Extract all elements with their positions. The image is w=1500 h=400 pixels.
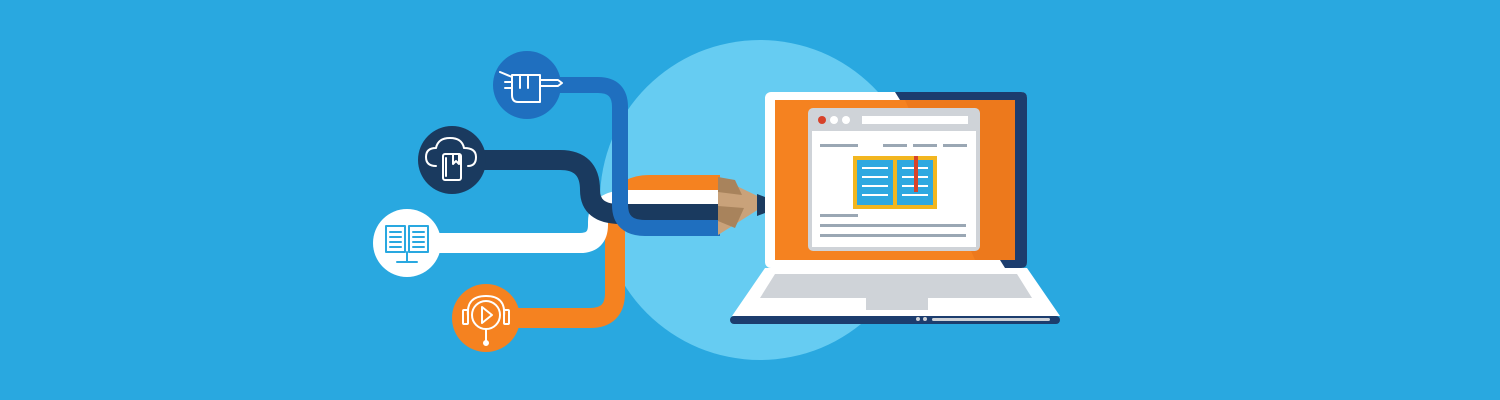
browser-close-dot bbox=[818, 116, 826, 124]
page-line bbox=[820, 144, 858, 147]
pencil-wood-shade-2 bbox=[718, 206, 744, 228]
book-line bbox=[862, 176, 888, 178]
book-bookmark bbox=[914, 156, 918, 192]
browser-address-bar bbox=[862, 116, 968, 124]
page-line bbox=[883, 144, 907, 147]
book-line bbox=[862, 185, 888, 187]
page-line bbox=[820, 214, 858, 217]
laptop-port bbox=[916, 317, 920, 321]
browser-window bbox=[808, 108, 980, 251]
laptop-port bbox=[923, 317, 927, 321]
page-line bbox=[913, 144, 937, 147]
blue-ribbon bbox=[527, 77, 720, 236]
headset-play-icon bbox=[452, 284, 520, 352]
page-line bbox=[943, 144, 967, 147]
book-line bbox=[902, 194, 928, 196]
navy-ribbon bbox=[450, 150, 720, 224]
laptop bbox=[730, 92, 1060, 324]
book-left-page bbox=[857, 160, 893, 205]
laptop-trackpad bbox=[866, 298, 928, 310]
page-line bbox=[820, 234, 966, 237]
pencil-wood-shade-1 bbox=[718, 177, 742, 195]
book-line bbox=[862, 167, 888, 169]
cloud-book-icon bbox=[418, 126, 486, 194]
orange-ribbon bbox=[490, 175, 720, 328]
browser-max-dot bbox=[842, 116, 850, 124]
hand-pen-icon bbox=[493, 51, 563, 119]
laptop-slot bbox=[932, 318, 1050, 321]
browser-min-dot bbox=[830, 116, 838, 124]
book-line bbox=[862, 194, 888, 196]
ribbons bbox=[405, 77, 720, 328]
open-book-stand-icon bbox=[373, 209, 441, 277]
page-line bbox=[820, 224, 966, 227]
laptop-keyboard bbox=[760, 274, 1032, 298]
open-book-illustration bbox=[853, 156, 937, 209]
